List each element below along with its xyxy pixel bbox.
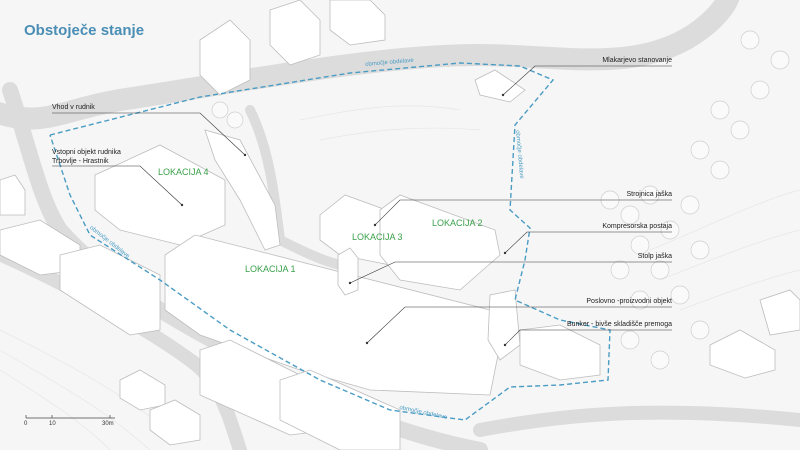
location-3-label: LOKACIJA 3 [352, 232, 403, 242]
label-bunker: Bunker - bivše skladišče premoga [566, 321, 672, 328]
building-vhod [204, 129, 281, 251]
scale-tick-30m: 30m [102, 421, 114, 427]
leader-lines [52, 65, 672, 346]
boundary-dashed-line [49, 62, 611, 421]
label-poslovno-proizvodni-objekt: Poslovno -proizvodni objekt [586, 298, 672, 305]
location-2-label: LOKACIJA 2 [432, 218, 483, 228]
page-title: Obstoječe stanje [24, 22, 145, 39]
label-mlakarjevo-stanovanje: Mlakarjevo stanovanje [602, 57, 672, 64]
label-vstopni-objekt-1: Vstopni objekt rudnika [52, 149, 121, 156]
label-strojnica-jaska: Strojnica jaška [626, 191, 672, 198]
label-vstopni-objekt-2: Trbovlje - Hrastnik [52, 158, 109, 165]
trees [211, 30, 790, 370]
contour-lines [0, 105, 800, 450]
building-poslovno [487, 289, 521, 361]
building-bunker [519, 324, 601, 381]
label-vhod-v-rudnik: Vhod v rudnik [52, 104, 95, 111]
location-4-label: LOKACIJA 4 [158, 167, 209, 177]
scale-tick-0: 0 [24, 421, 28, 427]
location-1-label: LOKACIJA 1 [245, 264, 296, 274]
label-stolp-jaska: Stolp jaška [637, 253, 672, 260]
label-kompresorska-postaja: Kompresorska postaja [602, 223, 672, 230]
building-vstopni-objekt [94, 144, 226, 246]
building-stolp-jaska [337, 247, 359, 296]
scale-tick-10: 10 [49, 421, 56, 427]
building-lokacija-2 [379, 194, 501, 291]
scale-bar [25, 415, 115, 419]
